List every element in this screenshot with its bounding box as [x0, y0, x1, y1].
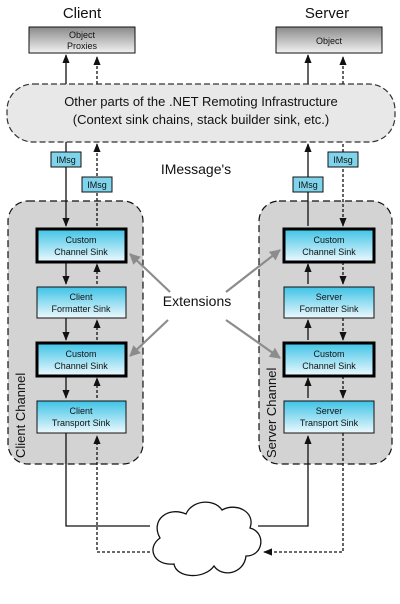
server-imsg-tag-2: IMsg: [327, 151, 359, 168]
client-transport-in-line: [93, 435, 150, 553]
client-imsg-tag-1: IMsg: [50, 151, 82, 168]
svg-text:Server: Server: [316, 292, 343, 302]
svg-text:Channel Sink: Channel Sink: [54, 361, 108, 371]
infra-line-2: (Context sink chains, stack builder sink…: [73, 112, 330, 127]
client-transport-out-line: [65, 433, 150, 527]
server-channel-container: [258, 200, 393, 465]
svg-text:Client: Client: [69, 406, 93, 416]
svg-text:IMsg: IMsg: [333, 155, 353, 165]
svg-text:Custom: Custom: [313, 349, 344, 359]
extension-arrow-client-bottom: [129, 319, 169, 357]
server-sink-3: Custom Channel Sink: [282, 341, 376, 378]
network-cloud-icon: [152, 501, 262, 577]
svg-text:Formatter Sink: Formatter Sink: [299, 304, 359, 314]
svg-text:Channel Sink: Channel Sink: [54, 247, 108, 257]
client-sink-1: Custom Channel Sink: [35, 227, 128, 264]
client-object-proxies-box: Object Proxies: [28, 26, 136, 54]
svg-text:IMsg: IMsg: [87, 180, 107, 190]
server-object-label: Object: [316, 36, 343, 46]
client-title: Client: [63, 5, 102, 22]
extensions-label: Extensions: [163, 293, 231, 309]
svg-text:IMsg: IMsg: [56, 155, 76, 165]
server-transport-out-line: [263, 433, 344, 556]
server-transport-in-line: [258, 435, 312, 527]
imessages-label: IMessage's: [161, 161, 231, 177]
server-object-box: Object: [275, 26, 383, 54]
extension-arrow-server-bottom: [225, 319, 281, 359]
infra-line-1: Other parts of the .NET Remoting Infrast…: [64, 94, 338, 109]
server-sink-2: Server Formatter Sink: [283, 286, 375, 319]
svg-text:Channel Sink: Channel Sink: [302, 361, 356, 371]
svg-text:Server: Server: [316, 406, 343, 416]
extension-pointer-arrows: [129, 249, 281, 359]
client-proxy-label-2: Proxies: [67, 41, 98, 51]
client-channel-title: Client Channel: [13, 373, 28, 458]
svg-text:Custom: Custom: [313, 235, 344, 245]
svg-text:Custom: Custom: [65, 235, 96, 245]
svg-text:Transport Sink: Transport Sink: [52, 418, 111, 428]
server-title: Server: [305, 5, 349, 22]
extension-arrow-client-top: [129, 253, 171, 293]
server-channel-title: Server Channel: [264, 368, 279, 458]
server-sink-4: Server Transport Sink: [283, 400, 375, 434]
client-imsg-tag-2: IMsg: [81, 176, 113, 193]
client-sink-3: Custom Channel Sink: [35, 341, 128, 378]
svg-text:Channel Sink: Channel Sink: [302, 247, 356, 257]
svg-text:Formatter Sink: Formatter Sink: [51, 304, 111, 314]
svg-text:Transport Sink: Transport Sink: [300, 418, 359, 428]
svg-text:Client: Client: [69, 292, 93, 302]
server-sink-1: Custom Channel Sink: [282, 227, 376, 264]
client-channel-container: [7, 200, 144, 465]
server-imsg-tag-1: IMsg: [292, 176, 324, 193]
extension-arrow-server-top: [225, 249, 281, 293]
remoting-infrastructure-box: Other parts of the .NET Remoting Infrast…: [6, 83, 396, 143]
svg-text:Custom: Custom: [65, 349, 96, 359]
client-sink-2: Client Formatter Sink: [36, 286, 127, 319]
client-sink-4: Client Transport Sink: [36, 400, 127, 434]
svg-text:IMsg: IMsg: [298, 180, 318, 190]
client-proxy-label-1: Object: [69, 30, 96, 40]
